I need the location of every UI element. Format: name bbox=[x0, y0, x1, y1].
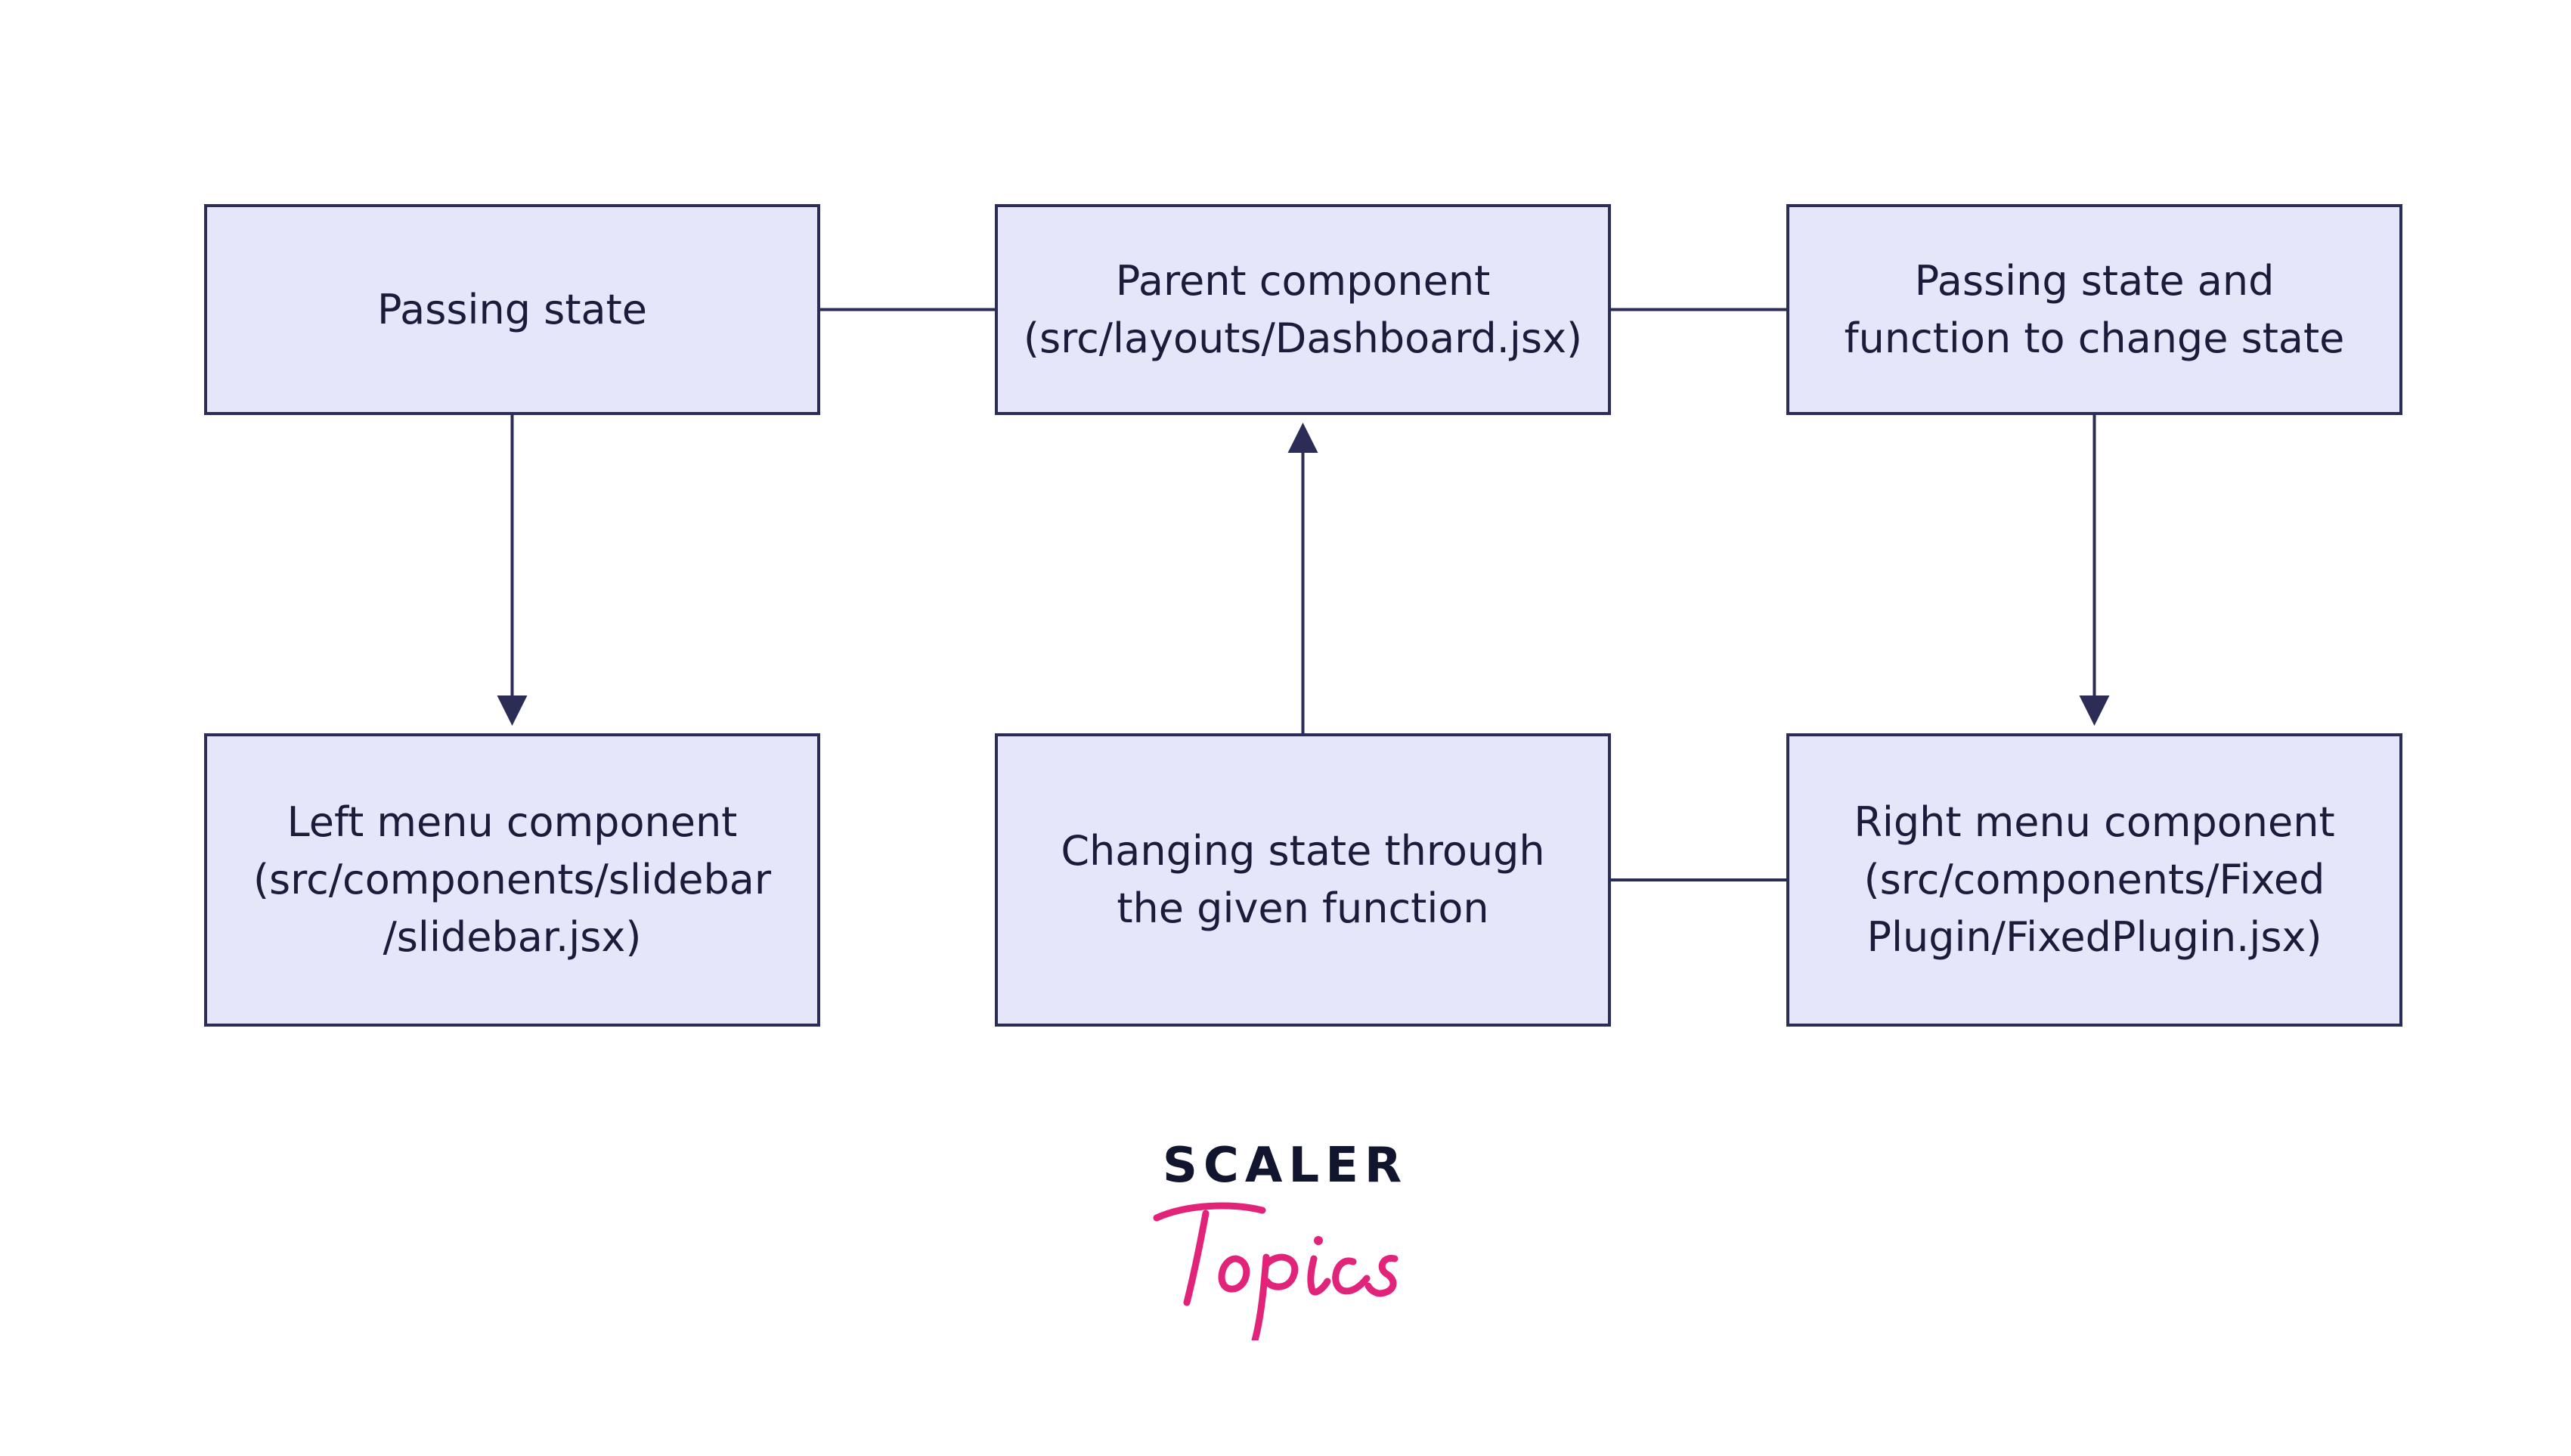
node-changing-state: Changing state through the given functio… bbox=[995, 733, 1611, 1027]
node-changing-state-label: Changing state through the given functio… bbox=[1061, 827, 1545, 932]
scaler-topics-logo: SCALER bbox=[1134, 1138, 1436, 1340]
node-passing-state-label: Passing state bbox=[377, 285, 647, 333]
logo-scaler-text: SCALER bbox=[1162, 1138, 1408, 1194]
node-parent-component-label: Parent component (src/layouts/Dashboard.… bbox=[1023, 256, 1583, 362]
node-left-menu-component: Left menu component (src/components/slid… bbox=[204, 733, 820, 1027]
node-parent-component: Parent component (src/layouts/Dashboard.… bbox=[995, 204, 1611, 415]
node-left-menu-component-label: Left menu component (src/components/slid… bbox=[252, 798, 772, 961]
node-passing-state-and-function-label: Passing state and function to change sta… bbox=[1844, 256, 2345, 362]
node-right-menu-component-label: Right menu component (src/components/Fix… bbox=[1854, 798, 2335, 961]
node-right-menu-component: Right menu component (src/components/Fix… bbox=[1786, 733, 2402, 1027]
node-passing-state-and-function: Passing state and function to change sta… bbox=[1786, 204, 2402, 415]
logo-topics-script bbox=[1153, 1202, 1399, 1340]
node-passing-state: Passing state bbox=[204, 204, 820, 415]
